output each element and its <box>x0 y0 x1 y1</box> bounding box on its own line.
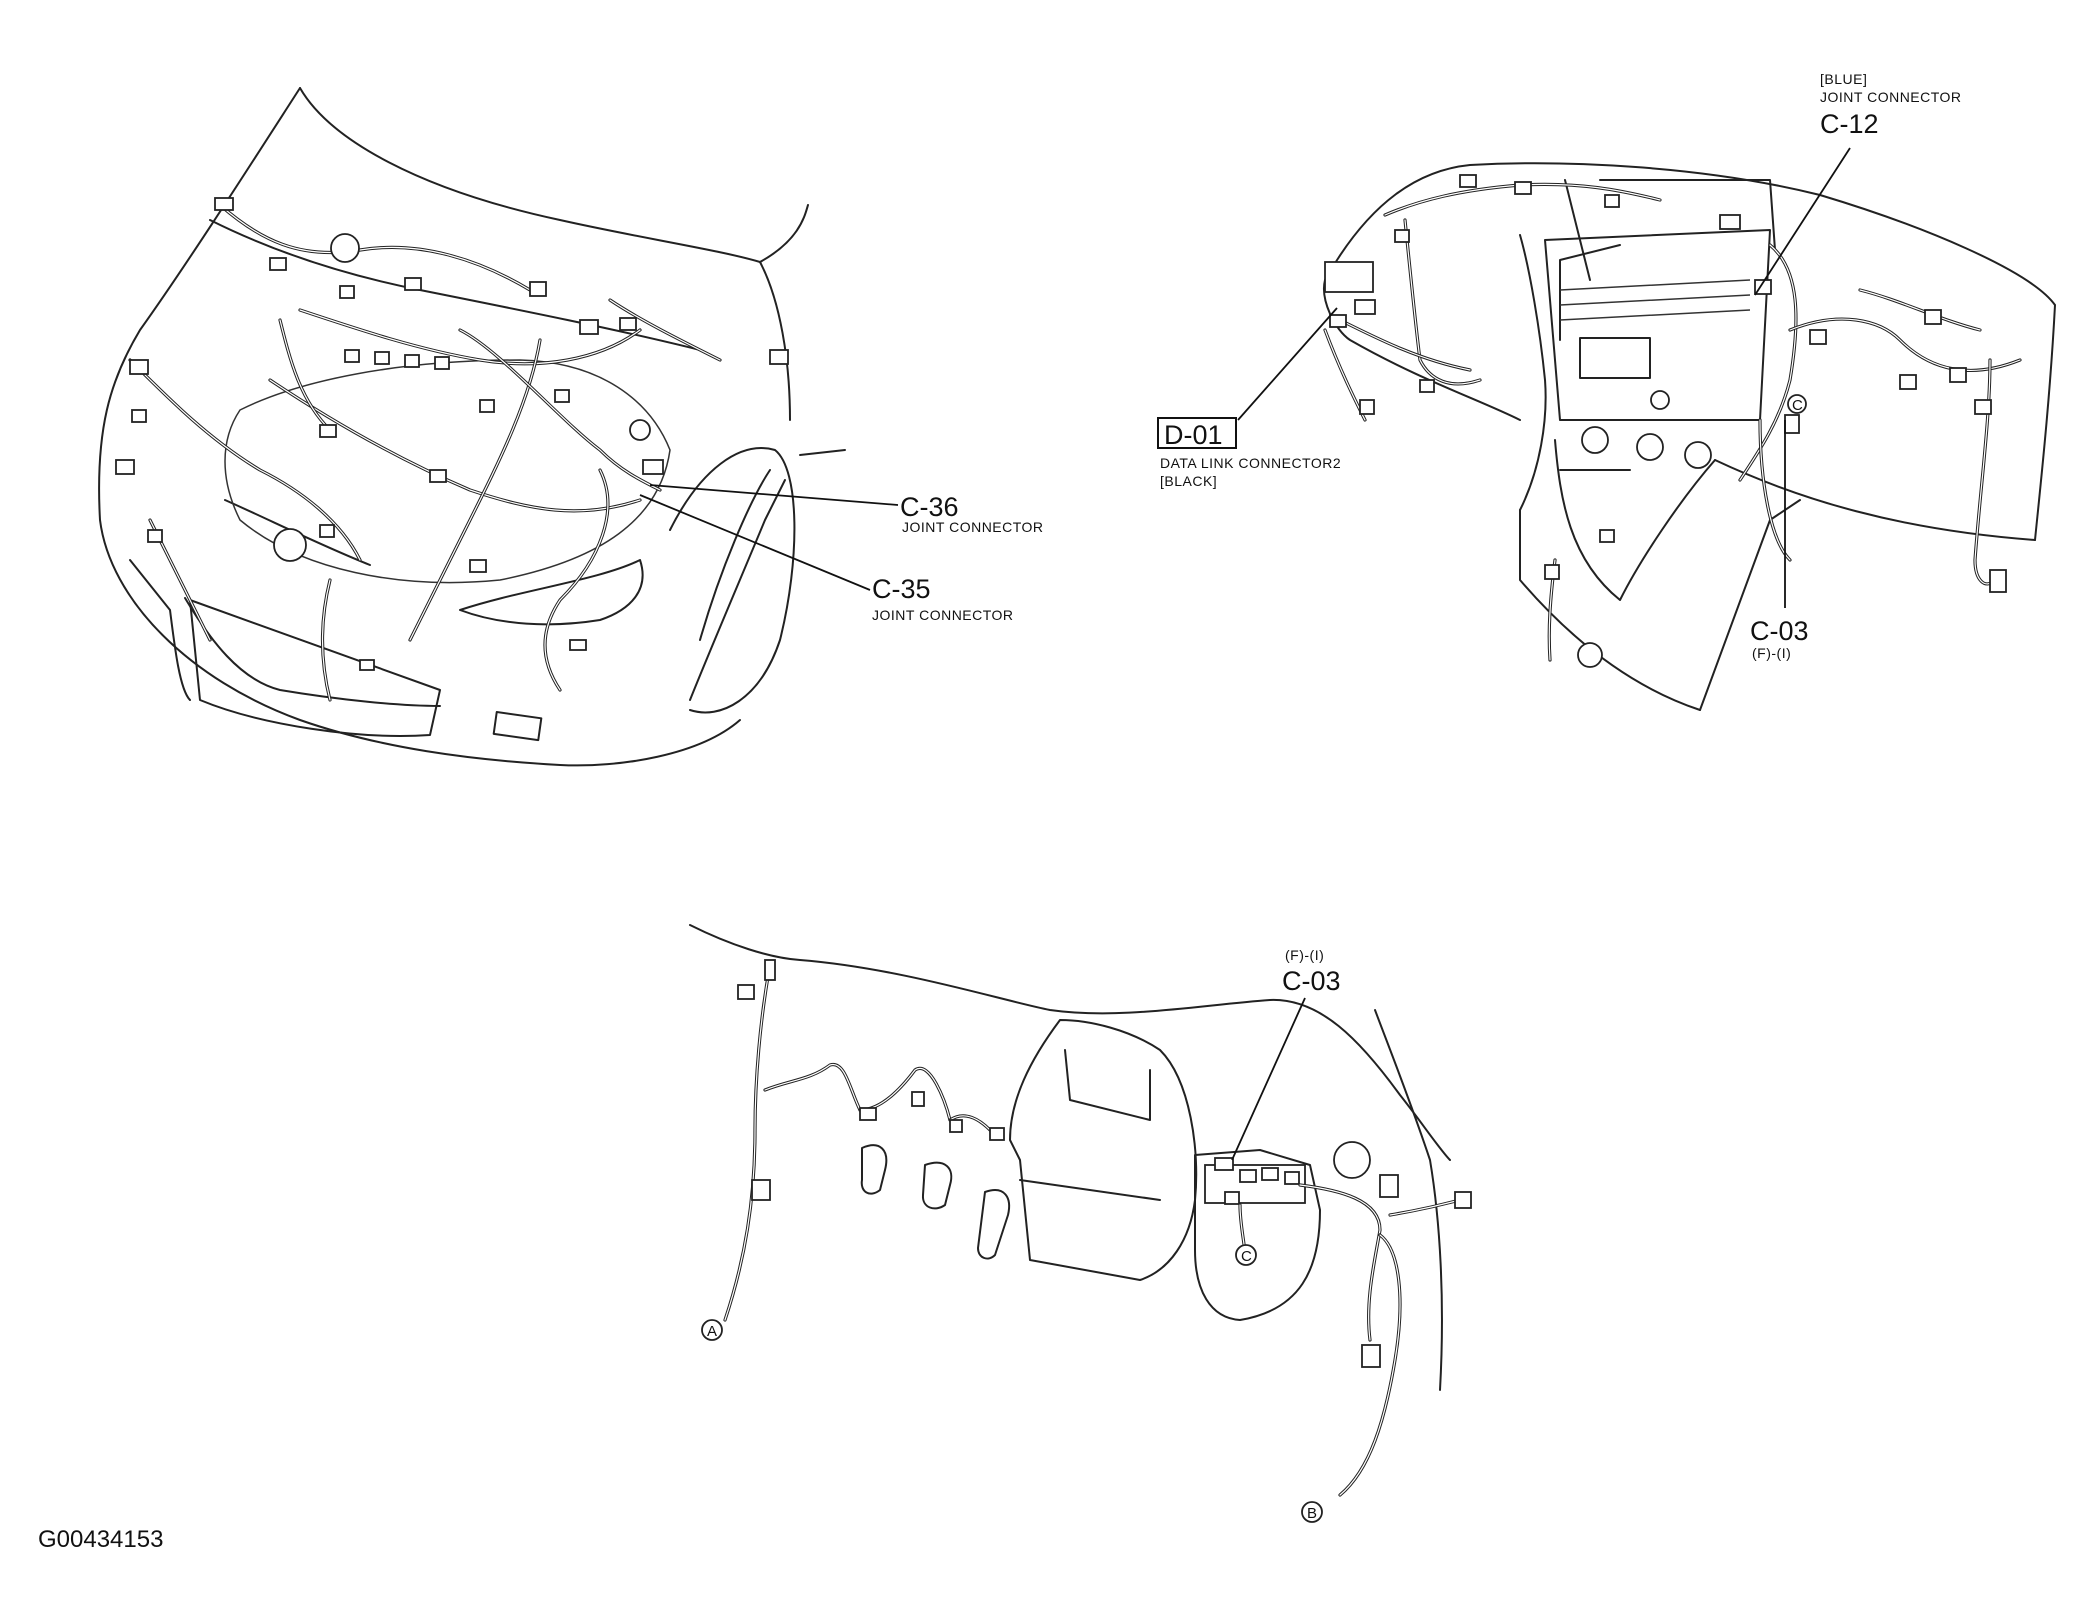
c36-code: C-36 <box>900 492 959 522</box>
footwell-marker-b: B <box>1307 1505 1317 1522</box>
d01-name: DATA LINK CONNECTOR2 <box>1160 455 1341 471</box>
footwell-view: A B C <box>689 924 1472 1523</box>
dash-c03-code: C-03 <box>1750 616 1809 646</box>
c12-code: C-12 <box>1820 109 1879 139</box>
c35-callout: C-35 JOINT CONNECTOR <box>639 494 1014 623</box>
c35-code: C-35 <box>872 574 931 604</box>
d01-callout: D-01 DATA LINK CONNECTOR2 [BLACK] <box>1157 307 1341 489</box>
d01-code-box <box>1157 417 1237 449</box>
c12-color: [BLUE] <box>1820 71 1867 87</box>
c36-callout: C-36 JOINT CONNECTOR <box>649 484 1044 535</box>
figure-id: G00434153 <box>38 1526 164 1553</box>
footwell-c03-location: (F)-(I) <box>1285 947 1324 963</box>
dash-marker-c: C <box>1792 397 1803 414</box>
c12-name: JOINT CONNECTOR <box>1820 89 1962 105</box>
footwell-marker-c: C <box>1241 1248 1252 1265</box>
engine-bay-view <box>98 87 846 767</box>
dash-c03-location: (F)-(I) <box>1752 645 1791 661</box>
footwell-c03-code: C-03 <box>1282 966 1341 996</box>
dashboard-view: C <box>1323 162 2056 711</box>
footwell-marker-a: A <box>707 1323 717 1340</box>
c12-callout: [BLUE] JOINT CONNECTOR C-12 <box>1754 71 1962 296</box>
dash-c03-callout: C-03 (F)-(I) <box>1750 420 1809 661</box>
d01-code: D-01 <box>1164 420 1223 450</box>
footwell-c03-callout: (F)-(I) C-03 <box>1231 947 1341 1161</box>
c36-name: JOINT CONNECTOR <box>902 519 1044 535</box>
c35-name: JOINT CONNECTOR <box>872 607 1014 623</box>
d01-color: [BLACK] <box>1160 473 1217 489</box>
